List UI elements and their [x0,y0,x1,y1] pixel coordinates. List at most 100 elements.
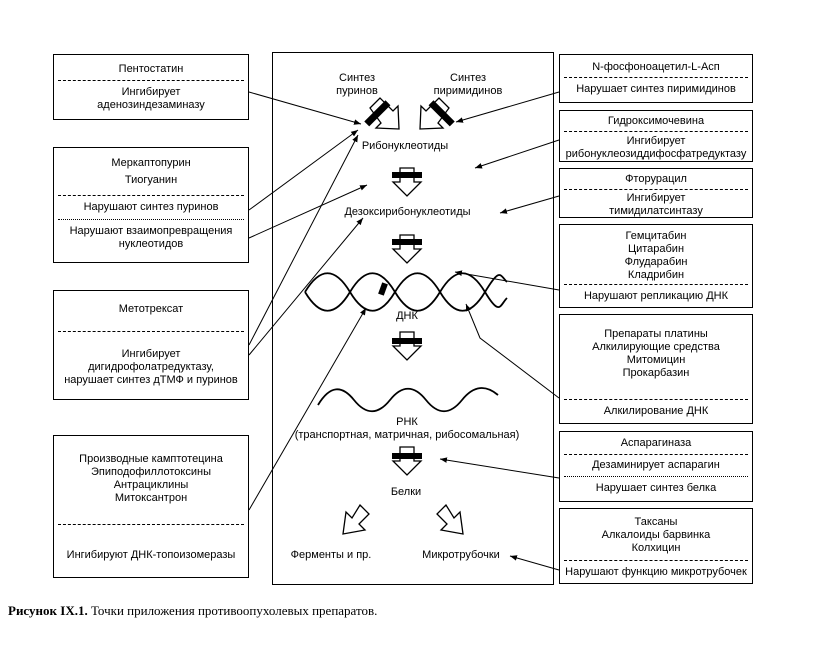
drug-name: Меркаптопурин [111,157,191,169]
flow-arrow-protein-microtubules [436,503,464,535]
drug-name: Колхицин [631,542,681,554]
drug-name: Гемцитабин [625,230,687,242]
label-enzymes: Ферменты и пр. [290,549,372,561]
drug-name: Пентостатин [118,63,184,75]
flow-arrow-protein-enzymes [342,503,370,535]
label-line: пуринов [336,85,378,97]
connector-fluorouracil [499,195,560,214]
caption-label: Рисунок IX.1. [8,603,88,618]
effect-text: Ингибирует [121,86,181,98]
drug-name: Цитарабин [627,243,685,255]
drug-name: Антрациклины [113,479,189,491]
separator-dashed [564,131,748,132]
box-asparaginase: Аспарагиназа Дезаминирует аспарагин Нару… [559,431,753,502]
effect-text: Ингибирует [121,348,181,360]
label-ribonucleotides: Рибонуклеотиды [361,140,449,152]
connector-antimetabolites [454,270,560,291]
connector-pala [455,91,560,123]
separator-dashed [564,560,748,561]
label-proteins: Белки [390,486,422,498]
connector-microtubule-agents [509,555,560,571]
inhibition-bar-protein [392,453,422,459]
effect-text: дигидрофолатредуктазу, [88,361,214,373]
drug-name: Митоксантрон [114,492,188,504]
flow-arrow-rna-protein [391,446,423,476]
inhibition-bar-pyrimidine [428,100,455,127]
effect-text: Нарушают функцию микротрубочек [565,566,747,578]
box-microtubule-agents: Таксаны Алкалоиды барвинка Колхицин Нару… [559,508,753,584]
drug-name: Гидроксимочевина [607,115,705,127]
box-alkylating: Препараты платины Алкилирующие средства … [559,314,753,424]
effect-text: аденозиндезаминазу [97,99,205,111]
effect-text: Нарушает синтез белка [595,482,717,494]
effect-text: Нарушают синтез пуринов [83,201,219,213]
connector-methotrexate-2 [248,217,364,356]
box-hydroxyurea: Гидроксимочевина Ингибирует рибонуклеози… [559,110,753,162]
drug-name: Препараты платины [604,328,708,340]
separator-dotted [564,476,748,477]
label-microtubules: Микротрубочки [422,549,500,561]
connector-mercaptopurine-1 [248,129,359,211]
label-rna-types: (транспортная, матричная, рибосомальная) [294,429,520,441]
effect-text: Ингибирует [626,192,686,204]
pathway-box [272,52,554,585]
label-synth-pyrimidine: Синтез пиримидинов [428,72,508,98]
drug-name: Митомицин [626,354,686,366]
box-fluorouracil: Фторурацил Ингибирует тимидилатсинтазу [559,168,753,218]
label-line: Синтез [339,72,375,84]
label-deoxyribonucleotides: Дезоксирибонуклеотиды [344,206,471,218]
separator-dotted [58,219,244,220]
label-synth-purine: Синтез пуринов [326,72,388,98]
drug-name: N-фосфоноацетил-L-Асп [592,61,720,73]
rna-strand-icon [317,387,499,413]
effect-text: Ингибирует [626,135,686,147]
dna-mark-icon [378,282,388,296]
label-line: Синтез [450,72,486,84]
separator-dashed [564,189,748,190]
flow-arrow-dna-rna [391,331,423,361]
label-rna: РНК [396,416,418,428]
separator-dashed [564,77,748,78]
box-topoisomerase: Производные камптотецина Эпиподофиллоток… [53,435,249,578]
separator-dashed [564,454,748,455]
caption-text: Точки приложения противоопухолевых препа… [87,603,378,618]
drug-name: Кладрибин [627,269,685,281]
label-dna: ДНК [396,310,418,322]
connector-methotrexate-1 [248,134,359,346]
drug-name: Тиогуанин [124,174,178,186]
connector-topoisomerase [248,307,367,511]
label-line: пиримидинов [433,85,503,97]
inhibition-bar-dna [392,338,422,344]
connector-alkylating [465,303,560,399]
effect-text: Нарушают репликацию ДНК [583,290,729,302]
connector-mercaptopurine-2 [248,184,368,239]
box-mercaptopurine: Меркаптопурин Тиогуанин Нарушают синтез … [53,147,249,263]
separator-dashed [58,80,244,81]
drug-name: Флударабин [624,256,688,268]
drug-name: Алкалоиды барвинка [601,529,711,541]
figure-caption: Рисунок IX.1. Точки приложения противооп… [8,603,377,619]
drug-name: Алкилирующие средства [592,341,720,353]
drug-name: Эпиподофиллотоксины [90,466,211,478]
effect-text: Нарушают взаимопревращения [69,225,233,237]
effect-text: тимидилатсинтазу [609,205,703,217]
drug-name: Фторурацил [625,173,687,185]
box-methotrexate: Метотрексат Ингибирует дигидрофолатредук… [53,290,249,400]
separator-dashed [58,195,244,196]
separator-dashed [564,399,748,400]
drug-name: Аспарагиназа [620,437,692,449]
connector-pentostatin [248,91,362,125]
dna-helix-icon [304,272,508,312]
effect-text: Алкилирование ДНК [603,405,709,417]
effect-text: Нарушает синтез пиримидинов [576,83,736,95]
drug-name: Прокарбазин [622,367,690,379]
separator-dashed [564,284,748,285]
separator-dashed [58,524,244,525]
separator-dashed [58,331,244,332]
drug-name: Производные камптотецина [79,453,223,465]
effect-text: Ингибируют ДНК-топоизомеразы [66,549,236,561]
box-pala: N-фосфоноацетил-L-Асп Нарушает синтез пи… [559,54,753,103]
connector-hydroxyurea [474,139,560,169]
inhibition-bar-ribo [392,172,422,178]
